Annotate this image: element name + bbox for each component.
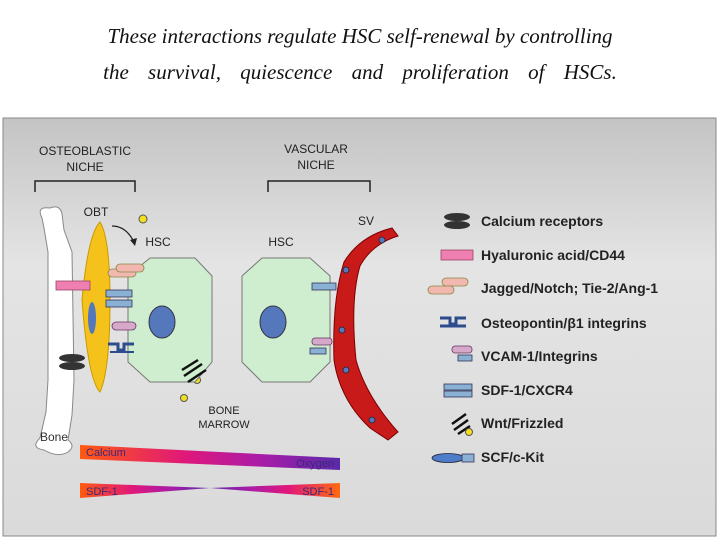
vessel-endothelial-nuclei bbox=[338, 236, 386, 424]
legend-symbol-wnt bbox=[451, 412, 473, 436]
wnt-ligand-2 bbox=[180, 394, 188, 402]
calcium-label: Calcium bbox=[86, 447, 126, 459]
calcium-gradient bbox=[80, 445, 340, 470]
vascular-label-2: NICHE bbox=[297, 158, 334, 172]
wnt-frizzled-cluster bbox=[181, 358, 207, 384]
osteoblastic-label-2: NICHE bbox=[66, 160, 103, 174]
legend-symbol-osteopontin bbox=[440, 316, 466, 328]
osteoblastic-bracket bbox=[34, 180, 136, 192]
sdf-pair bbox=[105, 289, 133, 298]
sdf-gradient-left bbox=[80, 483, 210, 498]
vascular-bracket bbox=[267, 180, 371, 192]
calcium-receptor-pair bbox=[59, 354, 85, 370]
caption-line-2: the survival, quiescence and proliferati… bbox=[103, 60, 617, 84]
sdf-label-left: SDF-1 bbox=[86, 486, 118, 498]
sv-label: SV bbox=[358, 214, 374, 228]
sinusoidal-vessel bbox=[333, 227, 399, 441]
legend-hyaluronic: Hyaluronic acid/CD44 bbox=[481, 247, 625, 263]
legend-calcium-receptors: Calcium receptors bbox=[481, 213, 603, 229]
legend-symbol-vcam bbox=[451, 345, 473, 362]
bone-shape bbox=[35, 206, 75, 456]
sdf-label-right: SDF-1 bbox=[302, 486, 334, 498]
osteoblast-nucleus bbox=[88, 302, 96, 334]
hsc-nucleus-right bbox=[259, 305, 287, 339]
sdf-gradient-right bbox=[210, 483, 340, 498]
osteopontin-link bbox=[108, 342, 134, 352]
legend-osteopontin: Osteopontin/β1 integrins bbox=[481, 315, 647, 331]
oxygen-label: Oxygen bbox=[296, 458, 334, 470]
osteoblastic-niche-header: OSTEOBLASTIC NICHE bbox=[34, 144, 136, 192]
hsc-label-left: HSC bbox=[145, 235, 171, 249]
vcam-molecule bbox=[111, 321, 137, 331]
osteoblastic-label-1: OSTEOBLASTIC bbox=[39, 144, 131, 158]
legend-scf: SCF/c-Kit bbox=[481, 449, 544, 465]
bone-marrow-label-2: MARROW bbox=[198, 419, 250, 431]
vascular-niche-header: VASCULAR NICHE bbox=[267, 142, 371, 192]
hsc-nucleus-left bbox=[148, 305, 176, 339]
legend-vcam: VCAM-1/Integrins bbox=[481, 348, 598, 364]
legend-sdf: SDF-1/CXCR4 bbox=[481, 382, 573, 398]
sdf-vascular bbox=[311, 282, 337, 291]
bone-label: Bone bbox=[40, 430, 68, 444]
caption-line-1: These interactions regulate HSC self-ren… bbox=[107, 24, 613, 48]
bone-marrow-label-1: BONE bbox=[208, 405, 239, 417]
legend-symbol-hyaluronic bbox=[440, 249, 474, 261]
figure-caption: These interactions regulate HSC self-ren… bbox=[0, 18, 720, 90]
vascular-label-1: VASCULAR bbox=[284, 142, 348, 156]
legend-symbol-jagged bbox=[427, 277, 469, 295]
calcium-ion bbox=[138, 214, 148, 224]
legend-jagged: Jagged/Notch; Tie-2/Ang-1 bbox=[481, 280, 658, 296]
legend-symbol-scf bbox=[431, 453, 475, 463]
legend-symbol-sdf bbox=[443, 383, 473, 398]
obt-label: OBT bbox=[84, 205, 109, 219]
legend: Calcium receptors Hyaluronic acid/CD44 J… bbox=[427, 213, 658, 465]
vcam-vascular bbox=[311, 337, 333, 346]
legend-wnt: Wnt/Frizzled bbox=[481, 415, 563, 431]
legend-symbol-calcium-receptors bbox=[444, 213, 470, 229]
hsc-label-right: HSC bbox=[268, 235, 294, 249]
hyaluronic-bar bbox=[55, 280, 91, 291]
